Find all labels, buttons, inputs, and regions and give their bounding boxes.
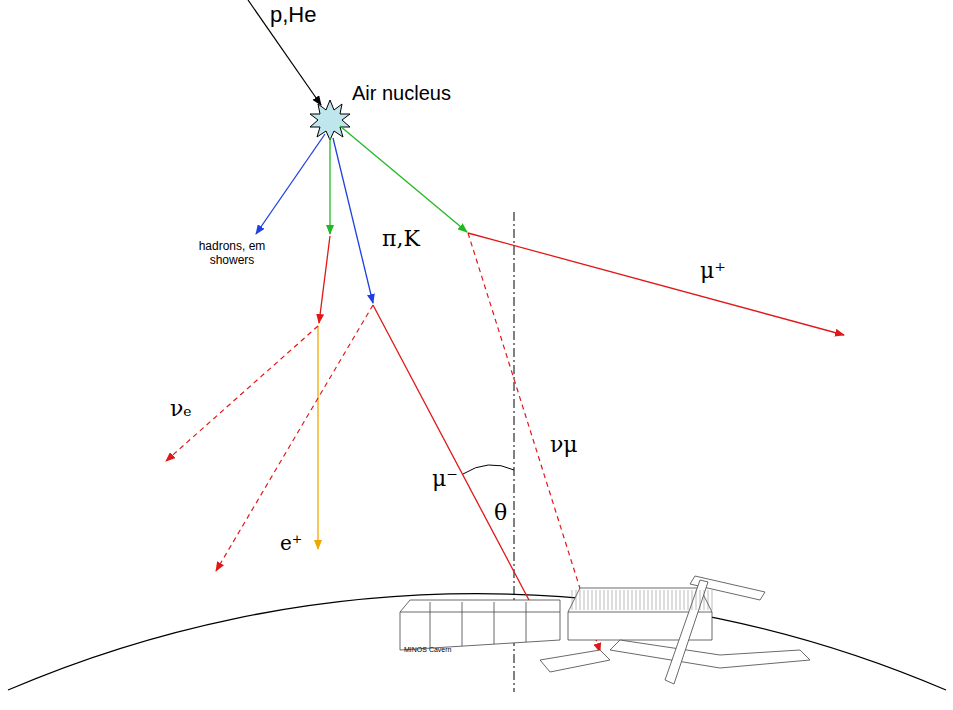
muon-track [373,305,539,619]
hatch-stroke [704,590,705,610]
hatch-stroke [696,590,697,610]
hatch-stroke [584,590,585,610]
angle-arc [463,465,514,474]
hatch-stroke [700,590,701,610]
neutrino-label: νμ [550,432,578,457]
hatch-stroke [680,590,681,610]
hatch-stroke [644,590,645,610]
positron-track [317,326,318,549]
hatch-stroke [712,590,713,610]
hatch-stroke [616,590,617,610]
hatch-stroke [620,590,621,610]
hatch-stroke [608,590,609,610]
hatch-stroke [672,590,673,610]
meson-track [333,138,373,303]
hatch-stroke [604,590,605,610]
hatch-stroke [656,590,657,610]
neutrino-track [166,326,318,461]
meson-track [340,126,467,232]
positron-label: e⁺ [280,532,302,555]
muon-label: μ⁺ [700,258,726,283]
neutrino-label: νₑ [170,396,192,421]
hatch-stroke [640,590,641,610]
hatch-stroke [624,590,625,610]
interaction-label: Air nucleus [352,82,451,105]
hatch-stroke [628,590,629,610]
hatch-stroke [648,590,649,610]
hatch-stroke [612,590,613,610]
hatch-stroke [684,590,685,610]
hatch-stroke [588,590,589,610]
hatch-stroke [652,590,653,610]
hatch-stroke [580,590,581,610]
hatch-stroke [660,590,661,610]
muon-label: μ⁻ [432,466,458,491]
hatch-stroke [576,590,577,610]
primary-track [248,0,321,105]
particle-label: p,He [270,2,316,27]
cavern-label: MINOS Cavern [404,646,451,654]
meson-track [329,138,330,234]
hatch-stroke [636,590,637,610]
hadron-track [256,134,325,234]
meson-label: π,K [382,226,420,251]
hadron-label: hadrons, em showers [196,240,268,268]
hatch-stroke [708,590,709,610]
hatch-stroke [572,590,573,610]
hatch-stroke [632,590,633,610]
hatch-stroke [592,590,593,610]
hatch-stroke [664,590,665,610]
muon-track [319,236,330,323]
angle-label: θ [494,500,507,525]
hatch-stroke [668,590,669,610]
hatch-stroke [596,590,597,610]
interaction-star [310,100,350,140]
hatch-stroke [676,590,677,610]
minos-cavern [400,576,810,684]
cavern-hatching [572,590,712,610]
hatch-stroke [692,590,693,610]
hatch-stroke [688,590,689,610]
muon-track [468,233,844,335]
neutrino-track [216,305,373,571]
earth-surface [8,594,946,690]
hatch-stroke [600,590,601,610]
